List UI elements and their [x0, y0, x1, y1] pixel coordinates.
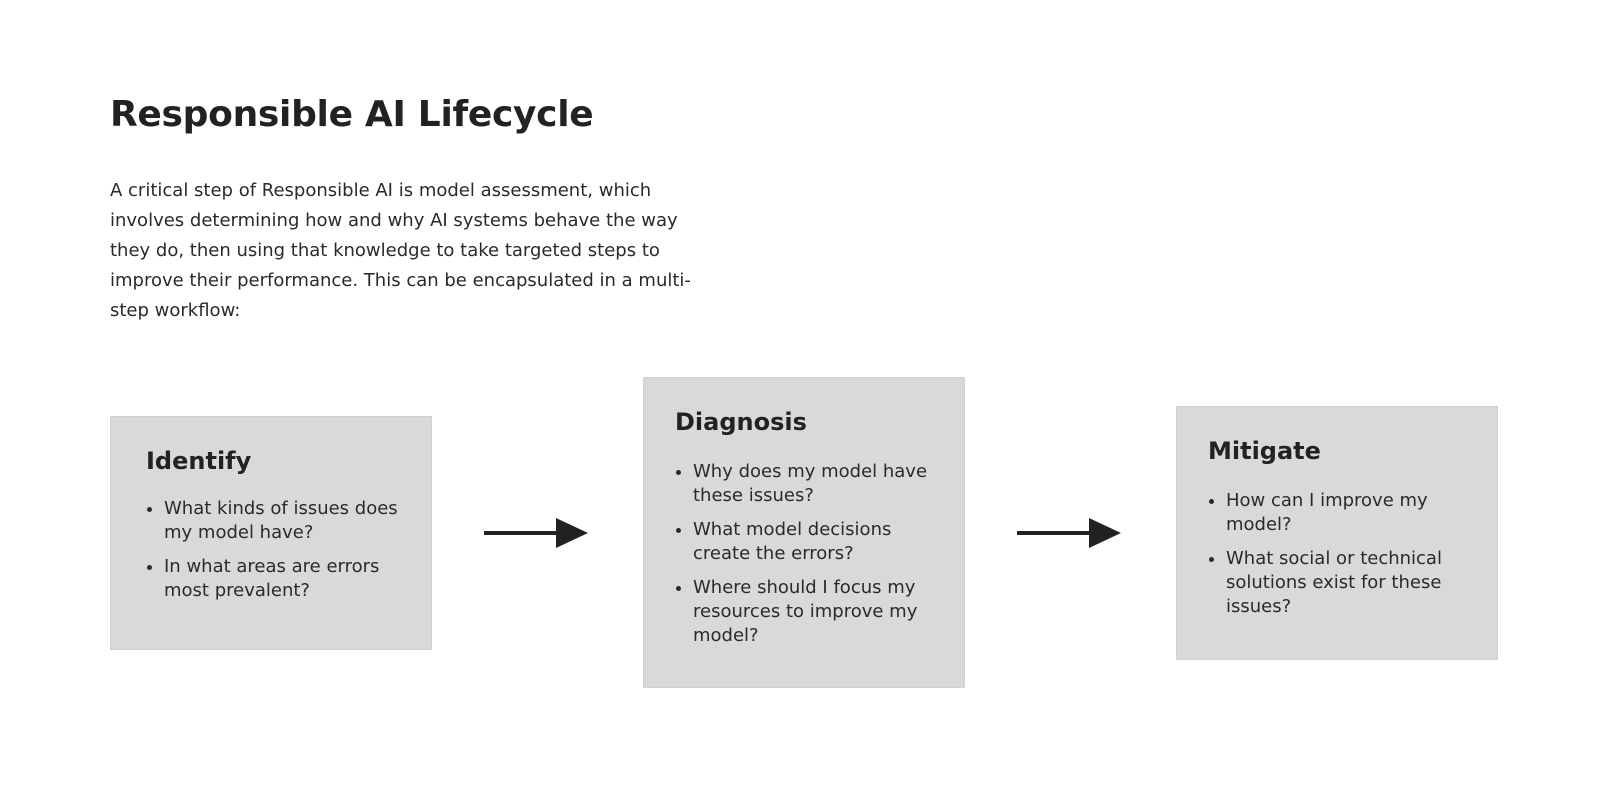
step-box-identify: Identify What kinds of issues does my mo… [110, 416, 432, 650]
page-title: Responsible AI Lifecycle [110, 94, 594, 135]
step-list-identify: What kinds of issues does my model have?… [146, 497, 409, 603]
list-item: What model decisions create the errors? [693, 518, 942, 566]
list-item: Where should I focus my resources to imp… [693, 576, 942, 648]
step-title-identify: Identify [146, 447, 252, 475]
step-box-mitigate: Mitigate How can I improve my model? Wha… [1176, 406, 1498, 660]
list-item: What kinds of issues does my model have? [164, 497, 409, 545]
step-list-mitigate: How can I improve my model? What social … [1208, 489, 1475, 619]
step-box-diagnosis: Diagnosis Why does my model have these i… [643, 377, 965, 688]
step-title-diagnosis: Diagnosis [675, 408, 807, 436]
step-title-mitigate: Mitigate [1208, 437, 1321, 465]
right-arrow-icon [1017, 518, 1121, 548]
list-item: How can I improve my model? [1226, 489, 1475, 537]
list-item: What social or technical solutions exist… [1226, 547, 1475, 619]
step-list-diagnosis: Why does my model have these issues? Wha… [675, 460, 942, 648]
right-arrow-icon [484, 518, 588, 548]
list-item: In what areas are errors most prevalent? [164, 555, 409, 603]
intro-paragraph: A critical step of Responsible AI is mod… [110, 180, 691, 321]
list-item: Why does my model have these issues? [693, 460, 942, 508]
